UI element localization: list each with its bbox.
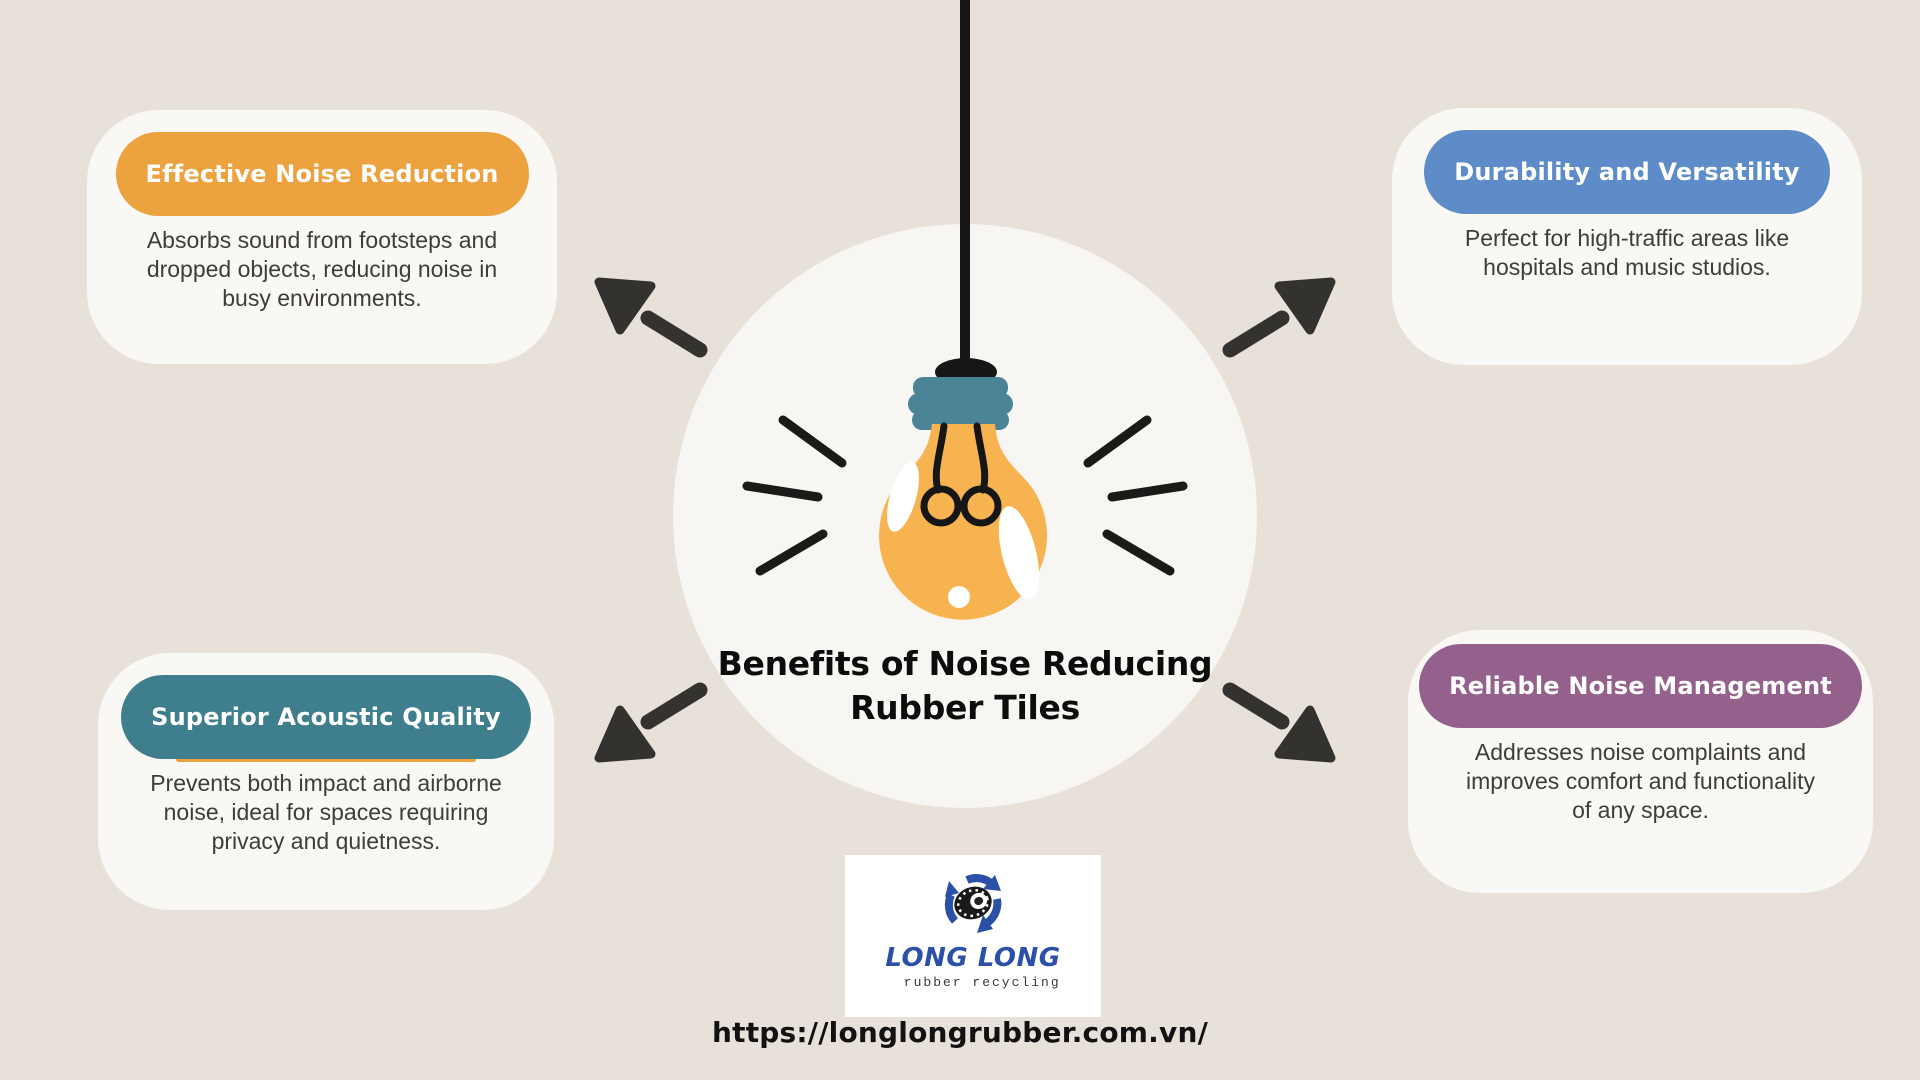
card-title-pill: Effective Noise Reduction	[115, 132, 529, 216]
card-title: Effective Noise Reduction	[145, 160, 499, 188]
site-url[interactable]: https://longlongrubber.com.vn/	[711, 1016, 1209, 1049]
arrow-top-left	[594, 277, 708, 358]
card-title: Reliable Noise Management	[1449, 672, 1832, 700]
brand-logo: LONG LONG rubber recycling	[845, 855, 1101, 1017]
brand-tagline: rubber recycling	[903, 975, 1061, 990]
central-title: Benefits of Noise Reducing Rubber Tiles	[717, 644, 1213, 728]
card-body: Absorbs sound from footsteps and dropped…	[146, 227, 498, 312]
card-title: Durability and Versatility	[1454, 158, 1800, 186]
card-title-pill: Superior Acoustic Quality	[121, 675, 531, 759]
card-body: Addresses noise complaints and improves …	[1466, 739, 1815, 824]
card-durability-and-versatility: Durability and Versatility Perfect for h…	[1392, 108, 1862, 365]
card-body: Perfect for high-traffic areas like hosp…	[1464, 225, 1790, 281]
bulb-socket	[908, 377, 1013, 430]
brand-name: LONG LONG	[885, 943, 1061, 973]
card-reliable-noise-management: Reliable Noise Management Addresses nois…	[1408, 630, 1873, 893]
bulb-glass	[879, 424, 1047, 620]
recycle-tire-icon	[944, 874, 1002, 933]
arrow-top-right	[1230, 282, 1331, 350]
light-rays-left	[742, 415, 847, 576]
card-effective-noise-reduction: Effective Noise Reduction Absorbs sound …	[87, 110, 557, 364]
card-title-pill: Durability and Versatility	[1424, 130, 1830, 214]
card-body: Prevents both impact and airborne noise,…	[150, 770, 502, 855]
card-title-pill: Reliable Noise Management	[1419, 644, 1862, 728]
tire-glyph	[954, 886, 992, 920]
bulb-filament	[920, 422, 1002, 527]
bulb-highlights	[887, 462, 1040, 608]
card-superior-acoustic-quality: Superior Acoustic Quality Prevents both …	[98, 653, 554, 910]
pill-accent-underline	[175, 757, 476, 762]
card-title: Superior Acoustic Quality	[151, 703, 501, 731]
